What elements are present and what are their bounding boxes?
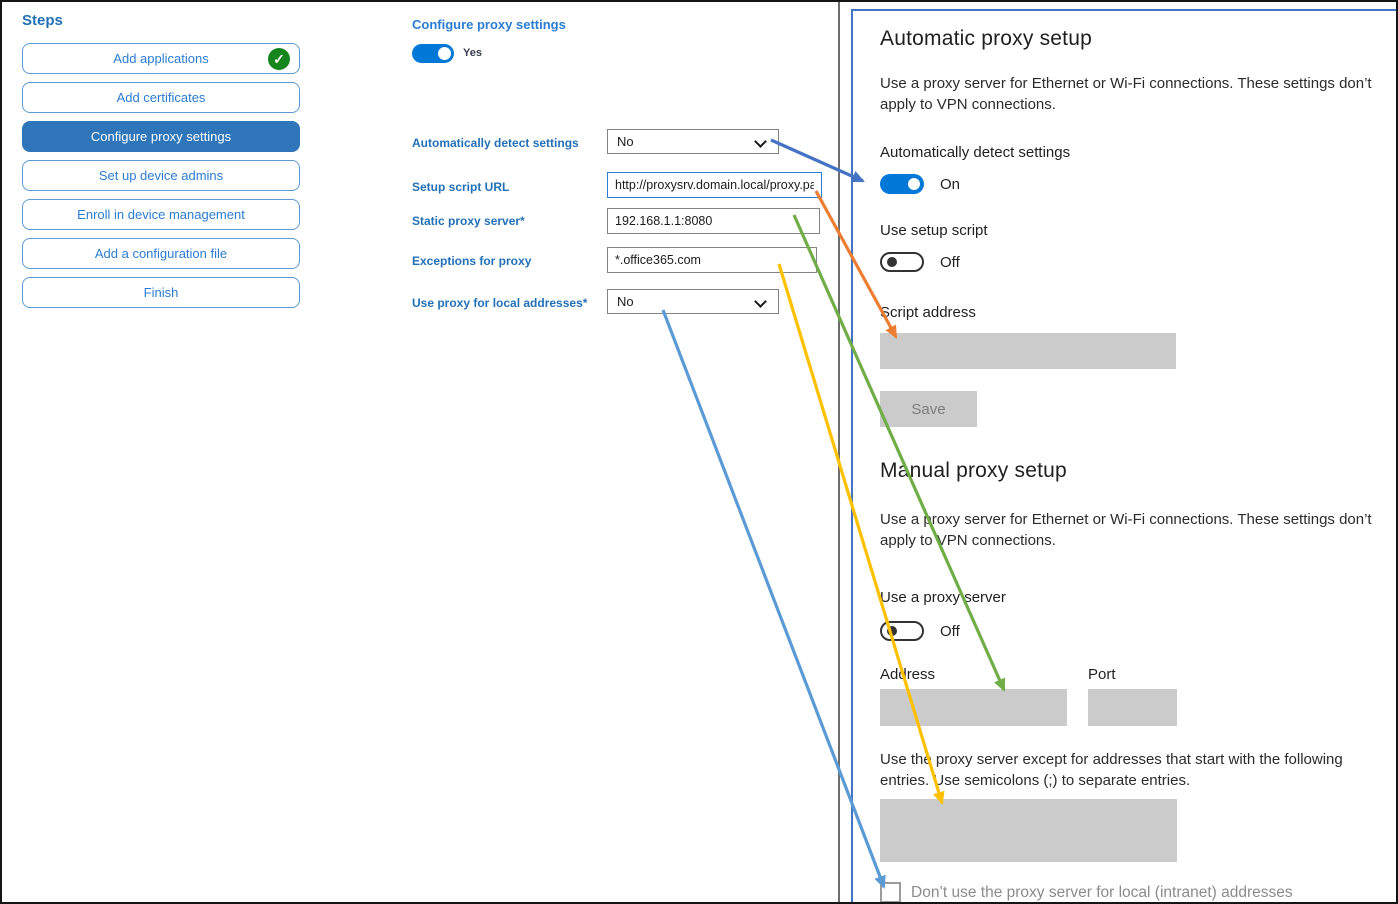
configure-proxy-title: Configure proxy settings xyxy=(412,17,566,32)
setup-script-url-input[interactable] xyxy=(607,172,822,198)
step-label: Enroll in device management xyxy=(77,207,245,222)
step-label: Set up device admins xyxy=(98,168,224,183)
local-addresses-checkbox-label: Don’t use the proxy server for local (in… xyxy=(911,884,1293,901)
port-label: Port xyxy=(1088,666,1116,683)
label-use-proxy-local-addresses: Use proxy for local addresses* xyxy=(412,296,588,310)
exceptions-for-proxy-input[interactable] xyxy=(607,247,817,273)
step-set-up-device-admins[interactable]: Set up device admins xyxy=(22,160,300,191)
label-setup-script-url: Setup script URL xyxy=(412,180,510,194)
use-proxy-server-state: Off xyxy=(940,623,960,640)
step-finish[interactable]: Finish xyxy=(22,277,300,308)
port-input[interactable] xyxy=(1088,689,1177,726)
use-proxy-server-toggle[interactable] xyxy=(880,621,924,641)
address-label: Address xyxy=(880,666,936,683)
step-add-a-configuration-file[interactable]: Add a configuration file xyxy=(22,238,300,269)
steps-title: Steps xyxy=(22,12,63,29)
step-enroll-in-device-management[interactable]: Enroll in device management xyxy=(22,199,300,230)
label-exceptions-for-proxy: Exceptions for proxy xyxy=(412,254,532,268)
use-proxy-server-label: Use a proxy server xyxy=(880,589,1006,606)
automatically-detect-settings-select[interactable]: No xyxy=(607,129,779,154)
pane-divider xyxy=(838,2,840,902)
step-label: Add a configuration file xyxy=(94,246,228,261)
configure-proxy-toggle[interactable] xyxy=(412,44,454,63)
script-address-label: Script address xyxy=(880,304,976,321)
toggle-knob xyxy=(887,257,897,267)
detect-settings-state: On xyxy=(940,176,961,193)
step-add-applications[interactable]: Add applications ✓ xyxy=(22,43,300,74)
detect-settings-toggle[interactable] xyxy=(880,174,924,194)
completed-check-icon: ✓ xyxy=(268,48,290,70)
save-button[interactable]: Save xyxy=(880,391,977,427)
select-value: No xyxy=(617,134,634,149)
step-label: Configure proxy settings xyxy=(90,129,232,144)
windows-proxy-settings-panel: Automatic proxy setup Use a proxy server… xyxy=(851,9,1396,902)
manual-proxy-description: Use a proxy server for Ethernet or Wi-Fi… xyxy=(880,511,1372,549)
automatic-proxy-setup-heading: Automatic proxy setup xyxy=(880,27,1092,50)
select-value: No xyxy=(617,294,634,309)
use-proxy-local-addresses-select[interactable]: No xyxy=(607,289,779,314)
step-label: Add applications xyxy=(113,51,209,66)
step-label: Add certificates xyxy=(116,90,206,105)
use-setup-script-label: Use setup script xyxy=(880,222,988,239)
proxy-exceptions-input[interactable] xyxy=(880,799,1177,862)
manual-proxy-setup-heading: Manual proxy setup xyxy=(880,459,1067,482)
use-setup-script-state: Off xyxy=(940,254,960,271)
use-setup-script-toggle[interactable] xyxy=(880,252,924,272)
local-addresses-checkbox[interactable] xyxy=(880,882,901,902)
script-address-input[interactable] xyxy=(880,333,1176,369)
step-add-certificates[interactable]: Add certificates xyxy=(22,82,300,113)
proxy-exceptions-description: Use the proxy server except for addresse… xyxy=(880,751,1343,789)
label-static-proxy-server: Static proxy server* xyxy=(412,214,525,228)
static-proxy-server-input[interactable] xyxy=(607,208,820,234)
step-label: Finish xyxy=(143,285,179,300)
address-input[interactable] xyxy=(880,689,1067,726)
label-automatically-detect-settings: Automatically detect settings xyxy=(412,136,579,150)
toggle-knob xyxy=(887,626,897,636)
detect-settings-label: Automatically detect settings xyxy=(880,144,1071,161)
toggle-knob xyxy=(908,178,920,190)
configure-proxy-toggle-state: Yes xyxy=(463,47,482,59)
automatic-proxy-description: Use a proxy server for Ethernet or Wi-Fi… xyxy=(880,75,1372,113)
toggle-knob xyxy=(438,47,451,60)
step-configure-proxy-settings[interactable]: Configure proxy settings xyxy=(22,121,300,152)
